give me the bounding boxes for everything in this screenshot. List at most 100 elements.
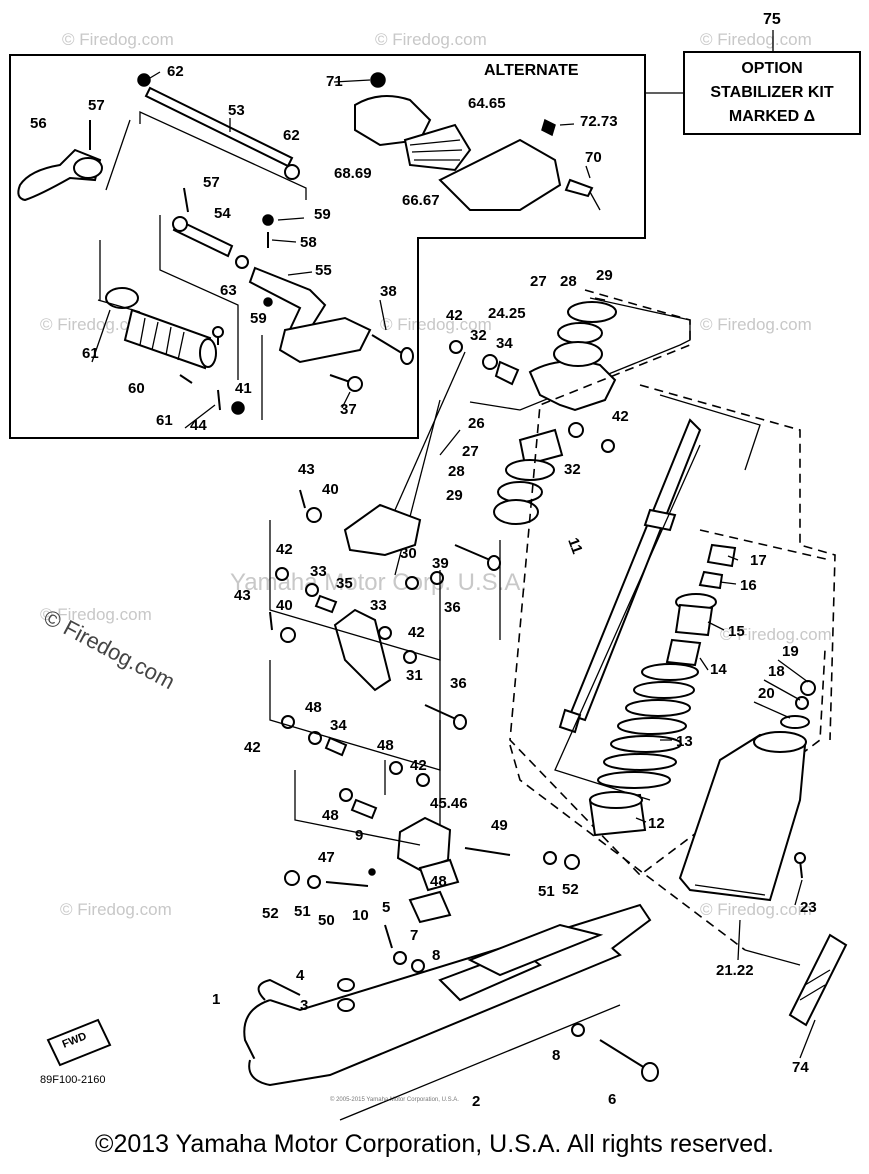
part-label: 18 (768, 663, 785, 680)
part-label: 62 (167, 63, 184, 80)
watermark-firedog: © Firedog.com (700, 315, 812, 334)
part-label: 1 (212, 991, 220, 1008)
part-label: 21.22 (716, 962, 754, 979)
part-label: 28 (560, 273, 577, 290)
part-label: 10 (352, 907, 369, 924)
part-label: 54 (214, 205, 231, 222)
part-label: 57 (88, 97, 105, 114)
part-label: 42 (410, 757, 427, 774)
part-label: 16 (740, 577, 757, 594)
part-label: 43 (298, 461, 315, 478)
part-label: 5 (382, 899, 390, 916)
part-label: 29 (446, 487, 463, 504)
part-label: 31 (406, 667, 423, 684)
part-label: 36 (450, 675, 467, 692)
part-label: 13 (676, 733, 693, 750)
watermark-firedog: © Firedog.com (720, 625, 832, 644)
part-label: 27 (530, 273, 547, 290)
part-label: 44 (190, 417, 207, 434)
part-label: 64.65 (468, 95, 506, 112)
watermark-firedog: © Firedog.com (700, 30, 812, 49)
part-label: 7 (410, 927, 418, 944)
part-label: 8 (552, 1047, 560, 1064)
part-label: 33 (370, 597, 387, 614)
part-label: 56 (30, 115, 47, 132)
part-label: 37 (340, 401, 357, 418)
part-label: 28 (448, 463, 465, 480)
part-label: 2 (472, 1093, 480, 1110)
part-label: 26 (468, 415, 485, 432)
part-label: 60 (128, 380, 145, 397)
part-label: 36 (444, 599, 461, 616)
part-label: 27 (462, 443, 479, 460)
part-label: 74 (792, 1059, 809, 1076)
part-label: 48 (377, 737, 394, 754)
part-label: 30 (400, 545, 417, 562)
part-label: 15 (728, 623, 745, 640)
part-label: 70 (585, 149, 602, 166)
part-label: 45.46 (430, 795, 468, 812)
part-label: 34 (330, 717, 347, 734)
part-label: 68.69 (334, 165, 372, 182)
part-label: 63 (220, 282, 237, 299)
part-label: 51 (538, 883, 555, 900)
part-labels: 62 57 56 53 62 71 64.65 72.73 70 68.69 6… (30, 63, 817, 1110)
option-number: 75 (763, 11, 781, 28)
part-label: 50 (318, 912, 335, 929)
watermark-firedog: © Firedog.com (375, 30, 487, 49)
part-label: 42 (446, 307, 463, 324)
spring (597, 663, 699, 789)
ski: FWD (46, 903, 659, 1121)
watermark-yamaha: Yamaha Motor Corp. U.S.A. (230, 569, 527, 596)
part-label: 47 (318, 849, 335, 866)
part-label: 12 (648, 815, 665, 832)
diagram-code: 89F100-2160 (40, 1074, 105, 1086)
option-box: 75 OPTION STABILIZER KIT MARKED Δ (645, 11, 861, 135)
part-label: 62 (283, 127, 300, 144)
part-label: 9 (355, 827, 363, 844)
linkage-parts (269, 297, 691, 973)
part-label: 17 (750, 552, 767, 569)
part-label: 72.73 (580, 113, 618, 130)
part-label: 39 (432, 555, 449, 572)
part-label: 8 (432, 947, 440, 964)
part-label: 32 (470, 327, 487, 344)
part-label: 3 (300, 997, 308, 1014)
part-label: 42 (276, 541, 293, 558)
part-label: 38 (380, 283, 397, 300)
part-label: 6 (608, 1091, 616, 1108)
option-line-2: STABILIZER KIT (710, 84, 833, 101)
part-label: 52 (262, 905, 279, 922)
watermark-firedog: © Firedog.com (40, 315, 152, 334)
part-label: 33 (310, 563, 327, 580)
watermark-small: © 2005-2015 Yamaha Motor Corporation, U.… (330, 1096, 459, 1103)
part-label: 19 (782, 643, 799, 660)
part-label: 59 (250, 310, 267, 327)
watermark-firedog: © Firedog.com (380, 315, 492, 334)
alternate-label: ALTERNATE (484, 62, 579, 79)
part-label: 11 (564, 536, 585, 557)
part-label: 40 (276, 597, 293, 614)
part-label: 42 (612, 408, 629, 425)
part-label: 61 (82, 345, 99, 362)
part-label: 40 (322, 481, 339, 498)
part-label: 49 (491, 817, 508, 834)
part-label: 52 (562, 881, 579, 898)
part-label: 42 (244, 739, 261, 756)
part-label: 48 (322, 807, 339, 824)
copyright-text: ©2013 Yamaha Motor Corporation, U.S.A. A… (95, 1130, 774, 1158)
part-label: 42 (408, 624, 425, 641)
part-label: 51 (294, 903, 311, 920)
watermark-firedog: © Firedog.com (700, 900, 812, 919)
shock-assembly (509, 289, 848, 1027)
part-label: 14 (710, 661, 727, 678)
watermark-firedog: © Firedog.com (60, 900, 172, 919)
part-label: 43 (234, 587, 251, 604)
alternate-parts (17, 72, 601, 420)
watermark-firedog: © Firedog.com (62, 30, 174, 49)
part-label: 58 (300, 234, 317, 251)
option-line-3: MARKED Δ (729, 108, 815, 125)
part-label: 41 (235, 380, 252, 397)
part-label: 24.25 (488, 305, 526, 322)
